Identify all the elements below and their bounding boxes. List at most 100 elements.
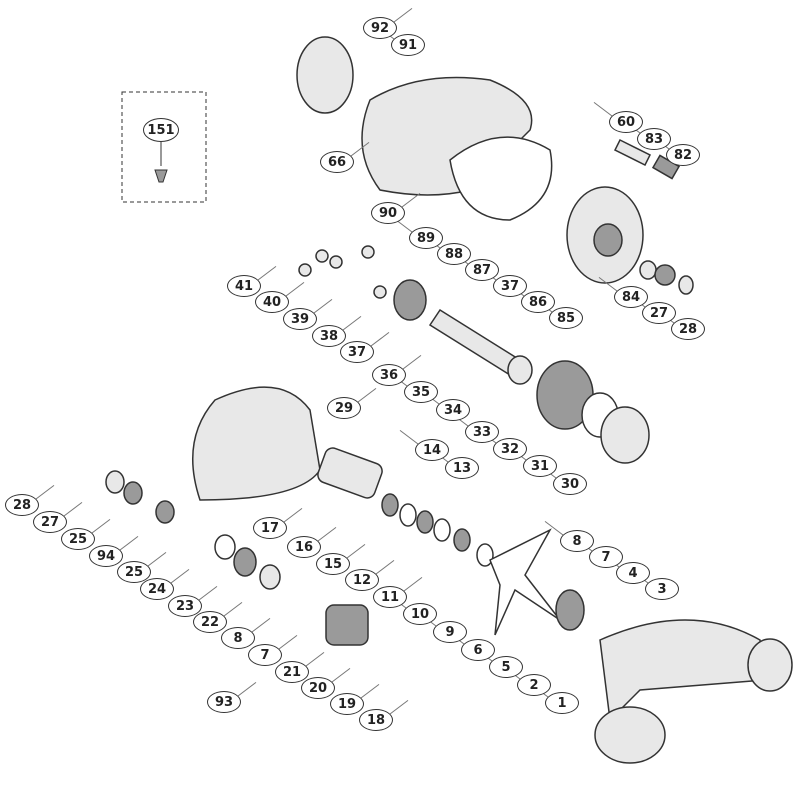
leader-line [147,552,167,567]
pin-part [613,138,652,167]
callout-part-number: 89 [409,227,443,249]
leader-line [305,652,325,667]
callout-part-number: 5 [489,656,523,678]
leader-line [402,355,422,370]
leader-line [283,508,303,523]
callout-part-number: 32 [493,438,527,460]
leader-line [285,282,305,297]
leader-line [389,700,409,715]
callout-part-number: 3 [645,578,679,600]
inset-box [121,91,207,203]
callout-part-number: 60 [609,111,643,133]
pinion-gear-part [393,279,427,321]
callout-part-number: 93 [207,691,241,713]
leader-line [598,277,618,292]
callout-part-number: 20 [301,677,335,699]
main-shaft-part [428,308,522,377]
bearing-part [259,564,281,590]
callout-part-number: 18 [359,709,393,731]
callout-part-number: 82 [666,144,700,166]
callout-part-number: 84 [614,286,648,308]
bearing-part [416,510,434,534]
brake-plate-part [449,136,553,221]
callout-part-number: 91 [391,34,425,56]
leader-line [399,430,419,445]
callout-part-number: 9 [433,621,467,643]
washer-part [639,260,657,280]
callout-part-number: 36 [372,364,406,386]
bearing-part [155,500,175,524]
callout-part-number: 27 [642,302,676,324]
leader-line [35,485,55,500]
handle-arm-part [599,619,766,722]
callout-part-number: 15 [316,553,350,575]
leader-line [278,635,298,650]
callout-part-number: 35 [404,381,438,403]
washer-part [298,263,312,277]
leader-line [331,668,351,683]
shaft-washer-part [507,355,533,385]
leader-line [360,684,380,699]
callout-part-number: 7 [248,644,282,666]
spool-cover-part [296,36,354,114]
callout-part-number: 1 [545,692,579,714]
callout-part-number: 7 [589,546,623,568]
leader-line [357,388,377,403]
knob-collar-part [325,604,369,646]
wheel-hub [593,223,623,257]
star-drag-part [489,528,561,636]
o-ring-part [214,534,236,560]
callout-part-number: 27 [33,511,67,533]
leader-line [91,519,111,534]
small-plug-part [154,169,168,183]
callout-inset-part: 151 [143,118,179,142]
callout-part-number: 85 [549,307,583,329]
leader-line [393,8,413,23]
callout-part-number: 86 [521,291,555,313]
leader-line [251,618,271,633]
callout-part-number: 92 [363,17,397,39]
handle-knob-left-part [594,706,666,764]
callout-part-number: 4 [616,562,650,584]
callout-part-number: 94 [89,545,123,567]
bearing-part [233,547,257,577]
callout-part-number: 19 [330,693,364,715]
callout-part-number: 16 [287,536,321,558]
callout-part-number: 28 [671,318,705,340]
callout-part-number: 29 [327,397,361,419]
bearing-part [453,528,471,552]
bearing-part [476,543,494,567]
bearing-part [123,481,143,505]
bearing-part [399,503,417,527]
callout-part-number: 39 [283,308,317,330]
leader-line [237,682,257,697]
leader-line [257,266,277,281]
washer-part [315,249,329,263]
callout-part-number: 38 [312,325,346,347]
leader-line [346,544,366,559]
callout-part-number: 25 [61,528,95,550]
leader-line [170,569,190,584]
callout-part-number: 2 [517,674,551,696]
leader-line [317,527,337,542]
callout-part-number: 41 [227,275,261,297]
callout-part-number: 11 [373,586,407,608]
nut-part [654,264,676,286]
washer-part [361,245,375,259]
callout-part-number: 13 [445,457,479,479]
disc-part [600,406,650,464]
bearing-part [433,518,451,542]
callout-part-number: 33 [465,421,499,443]
callout-part-number: 88 [437,243,471,265]
callout-part-number: 28 [5,494,39,516]
leader-line [198,586,218,601]
callout-part-number: 66 [320,151,354,173]
callout-part-number: 6 [461,639,495,661]
leader-line [544,521,564,536]
callout-part-number: 21 [275,661,309,683]
leader-line [63,502,83,517]
washer-part [373,285,387,299]
callout-part-number: 37 [340,341,374,363]
callout-part-number: 87 [465,259,499,281]
